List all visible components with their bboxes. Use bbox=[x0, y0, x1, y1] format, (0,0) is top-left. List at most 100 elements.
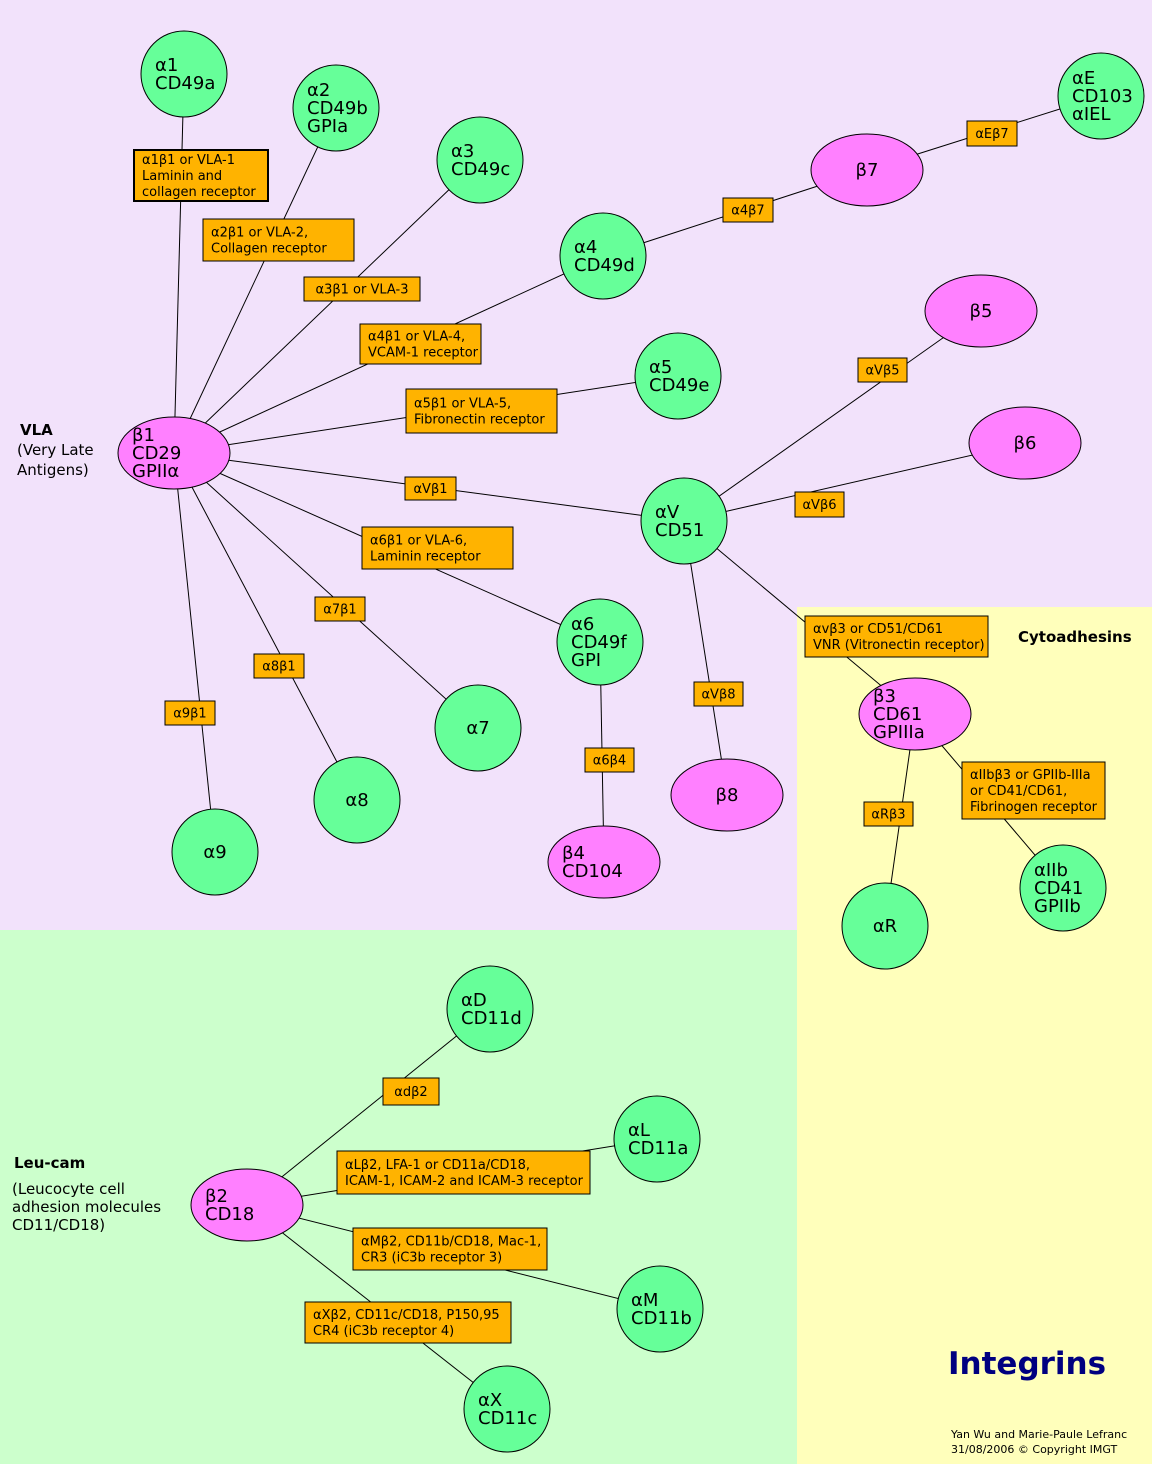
node-a9: α9 bbox=[171, 808, 259, 896]
node-a6-line-1: CD49f bbox=[571, 632, 627, 653]
node-aR: αR bbox=[841, 882, 929, 970]
edge-a3b1 bbox=[173, 159, 481, 454]
label-a6b4-line-0: α6β4 bbox=[593, 754, 626, 769]
label-a6b4: α6β4 bbox=[584, 747, 635, 773]
label-aLb2-line-1: ICAM-1, ICAM-2 and ICAM-3 receptor bbox=[345, 1174, 584, 1189]
label-aVb3-line-1: VNR (Vitronectin receptor) bbox=[813, 638, 985, 653]
label-adb2-line-0: αdβ2 bbox=[394, 1085, 427, 1100]
node-b4-line-0: β4 bbox=[562, 843, 585, 864]
node-b8: β8 bbox=[670, 758, 784, 832]
node-a9-line-0: α9 bbox=[203, 842, 226, 863]
label-aEb7-line-0: αEβ7 bbox=[975, 127, 1008, 142]
label-aMb2-line-0: αMβ2, CD11b/CD18, Mac-1, bbox=[361, 1235, 541, 1250]
node-aD-line-1: CD11d bbox=[461, 1008, 522, 1029]
label-aIIbb3-line-1: or CD41/CD61, bbox=[970, 784, 1067, 799]
node-a2-line-2: GPIa bbox=[307, 116, 348, 137]
label-a4b1-box bbox=[359, 323, 482, 365]
leucam-title: Leu-cam bbox=[14, 1154, 85, 1172]
node-b2-line-1: CD18 bbox=[205, 1204, 254, 1225]
leucam-subtitle-3: CD11/CD18) bbox=[12, 1216, 105, 1234]
node-b1-line-0: β1 bbox=[132, 425, 155, 446]
label-aVb8-box bbox=[693, 681, 744, 707]
label-adb2-box bbox=[382, 1077, 440, 1106]
label-a5b1-box bbox=[405, 388, 558, 434]
label-a4b1-line-0: α4β1 or VLA-4, bbox=[368, 330, 465, 345]
node-aR-line-0: αR bbox=[873, 916, 897, 937]
label-a7b1-box bbox=[314, 596, 366, 622]
label-a8b1-box bbox=[253, 653, 305, 679]
label-aIIbb3-line-0: αIIbβ3 or GPIIb-IIIa bbox=[970, 768, 1091, 783]
label-a1b1-line-1: Laminin and bbox=[142, 169, 222, 184]
label-a2b1-line-0: α2β1 or VLA-2, bbox=[211, 226, 308, 241]
cytoadhesins-title: Cytoadhesins bbox=[1018, 628, 1132, 646]
node-aV-line-0: αV bbox=[655, 502, 680, 523]
node-b3-line-1: CD61 bbox=[873, 704, 922, 725]
node-aX-shape bbox=[463, 1365, 551, 1453]
node-b8-line-0: β8 bbox=[716, 785, 739, 806]
label-aMb2-box bbox=[352, 1227, 548, 1271]
label-aRb3-line-0: αRβ3 bbox=[871, 808, 905, 823]
edge-a1b1 bbox=[173, 73, 185, 454]
label-a4b7-box bbox=[722, 197, 774, 223]
label-aVb3-line-0: αvβ3 or CD51/CD61 bbox=[813, 622, 943, 637]
node-b7-line-0: β7 bbox=[856, 160, 879, 181]
label-aXb2-line-0: αXβ2, CD11c/CD18, P150,95 bbox=[313, 1308, 500, 1323]
node-a1-line-0: α1 bbox=[155, 55, 178, 76]
node-aL-shape bbox=[613, 1095, 701, 1183]
node-a4-line-0: α4 bbox=[574, 237, 597, 258]
label-a2b1-box bbox=[202, 218, 355, 262]
label-aMb2-line-1: CR3 (iC3b receptor 3) bbox=[361, 1251, 502, 1266]
label-a3b1-line-0: α3β1 or VLA-3 bbox=[316, 283, 409, 298]
node-aE-line-2: αIEL bbox=[1072, 104, 1111, 125]
label-a6b1-line-1: Laminin receptor bbox=[370, 550, 481, 565]
edge-aVb3 bbox=[683, 520, 916, 715]
label-a2b1-line-1: Collagen receptor bbox=[211, 242, 327, 257]
node-b1-line-2: GPIIα bbox=[132, 461, 179, 482]
edge-a8b1 bbox=[173, 452, 358, 801]
node-aL-line-0: αL bbox=[628, 1120, 650, 1141]
node-b6-shape bbox=[968, 406, 1082, 480]
label-aVb6-box bbox=[794, 491, 845, 518]
label-aVb6: αVβ6 bbox=[794, 491, 845, 518]
label-a9b1: α9β1 bbox=[164, 700, 216, 726]
label-a7b1: α7β1 bbox=[314, 596, 366, 622]
label-a5b1: α5β1 or VLA-5,Fibronectin receptor bbox=[405, 388, 558, 434]
label-aLb2-box bbox=[336, 1150, 591, 1195]
node-a3-line-0: α3 bbox=[451, 141, 474, 162]
node-b8-shape bbox=[670, 758, 784, 832]
node-a8-shape bbox=[313, 756, 401, 844]
node-aIIb-line-0: αIIb bbox=[1034, 860, 1068, 881]
label-aLb2-line-0: αLβ2, LFA-1 or CD11a/CD18, bbox=[345, 1158, 530, 1173]
node-b1-shape bbox=[117, 416, 231, 490]
leucam-region bbox=[0, 930, 797, 1464]
label-a1b1-line-2: collagen receptor bbox=[142, 185, 256, 200]
node-b3-line-2: GPIIIa bbox=[873, 722, 925, 743]
label-aVb1: αVβ1 bbox=[404, 476, 457, 501]
node-a6-shape bbox=[556, 598, 644, 686]
label-a3b1: α3β1 or VLA-3 bbox=[303, 276, 421, 302]
node-aX-line-0: αX bbox=[478, 1390, 502, 1411]
label-aVb5: αVβ5 bbox=[857, 357, 908, 383]
node-aIIb-line-2: GPIIb bbox=[1034, 896, 1081, 917]
edge-a9b1 bbox=[173, 452, 216, 853]
label-a2b1: α2β1 or VLA-2,Collagen receptor bbox=[202, 218, 355, 262]
node-b2-line-0: β2 bbox=[205, 1186, 228, 1207]
edge-a2b1 bbox=[173, 107, 337, 454]
node-b7-shape bbox=[810, 133, 924, 207]
node-aE-line-1: CD103 bbox=[1072, 86, 1133, 107]
label-aVb3-box bbox=[804, 615, 989, 658]
label-a1b1-box bbox=[133, 149, 269, 202]
